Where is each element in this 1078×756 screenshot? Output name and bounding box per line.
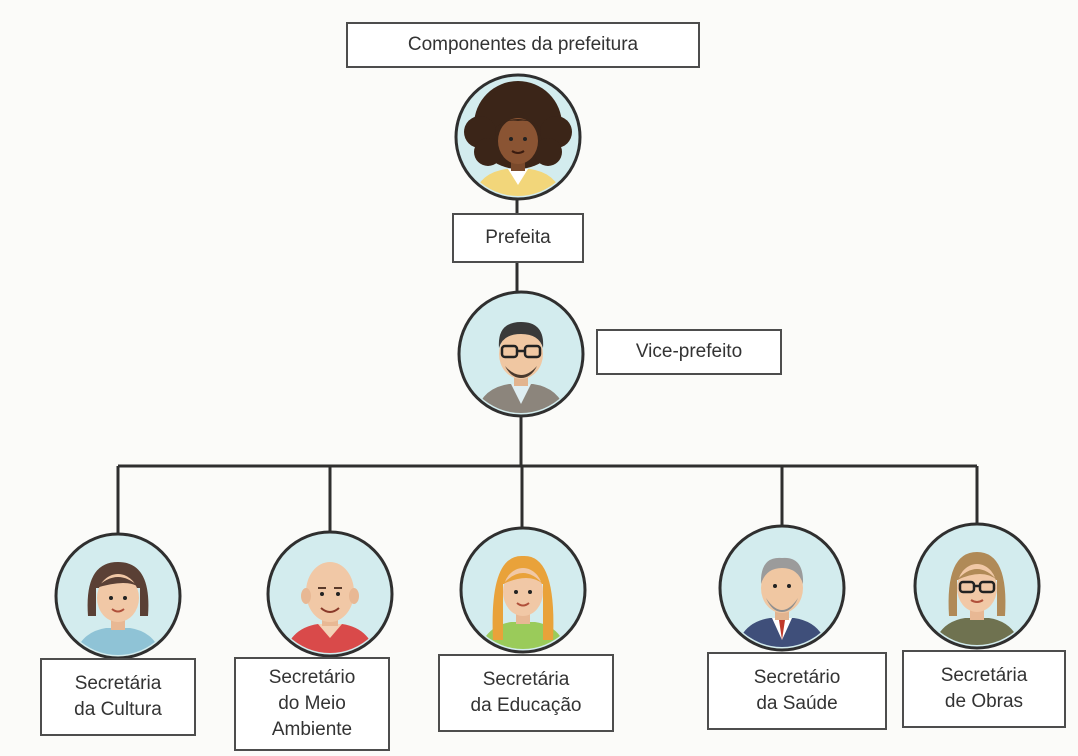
woman-glasses-portrait [913, 522, 1041, 650]
label-secretario-meio-ambiente: Secretário do Meio Ambiente [234, 657, 390, 751]
man-glasses-beard-portrait [457, 290, 585, 418]
bald-man-portrait [266, 530, 394, 658]
diagram-title: Componentes da prefeitura [346, 22, 700, 68]
connector-lines [116, 196, 979, 538]
label-secretaria-educacao: Secretária da Educação [438, 654, 614, 732]
label-secretaria-obras: Secretária de Obras [902, 650, 1066, 728]
label-secretaria-cultura: Secretária da Cultura [40, 658, 196, 736]
older-man-suit-portrait [718, 524, 846, 652]
label-prefeita: Prefeita [452, 213, 584, 263]
label-secretario-saude: Secretário da Saúde [707, 652, 887, 730]
woman-blonde-hair-portrait [459, 526, 587, 654]
woman-short-dark-hair-portrait [54, 532, 182, 660]
woman-curly-hair-portrait [454, 73, 582, 201]
label-vice-prefeito: Vice-prefeito [596, 329, 782, 375]
